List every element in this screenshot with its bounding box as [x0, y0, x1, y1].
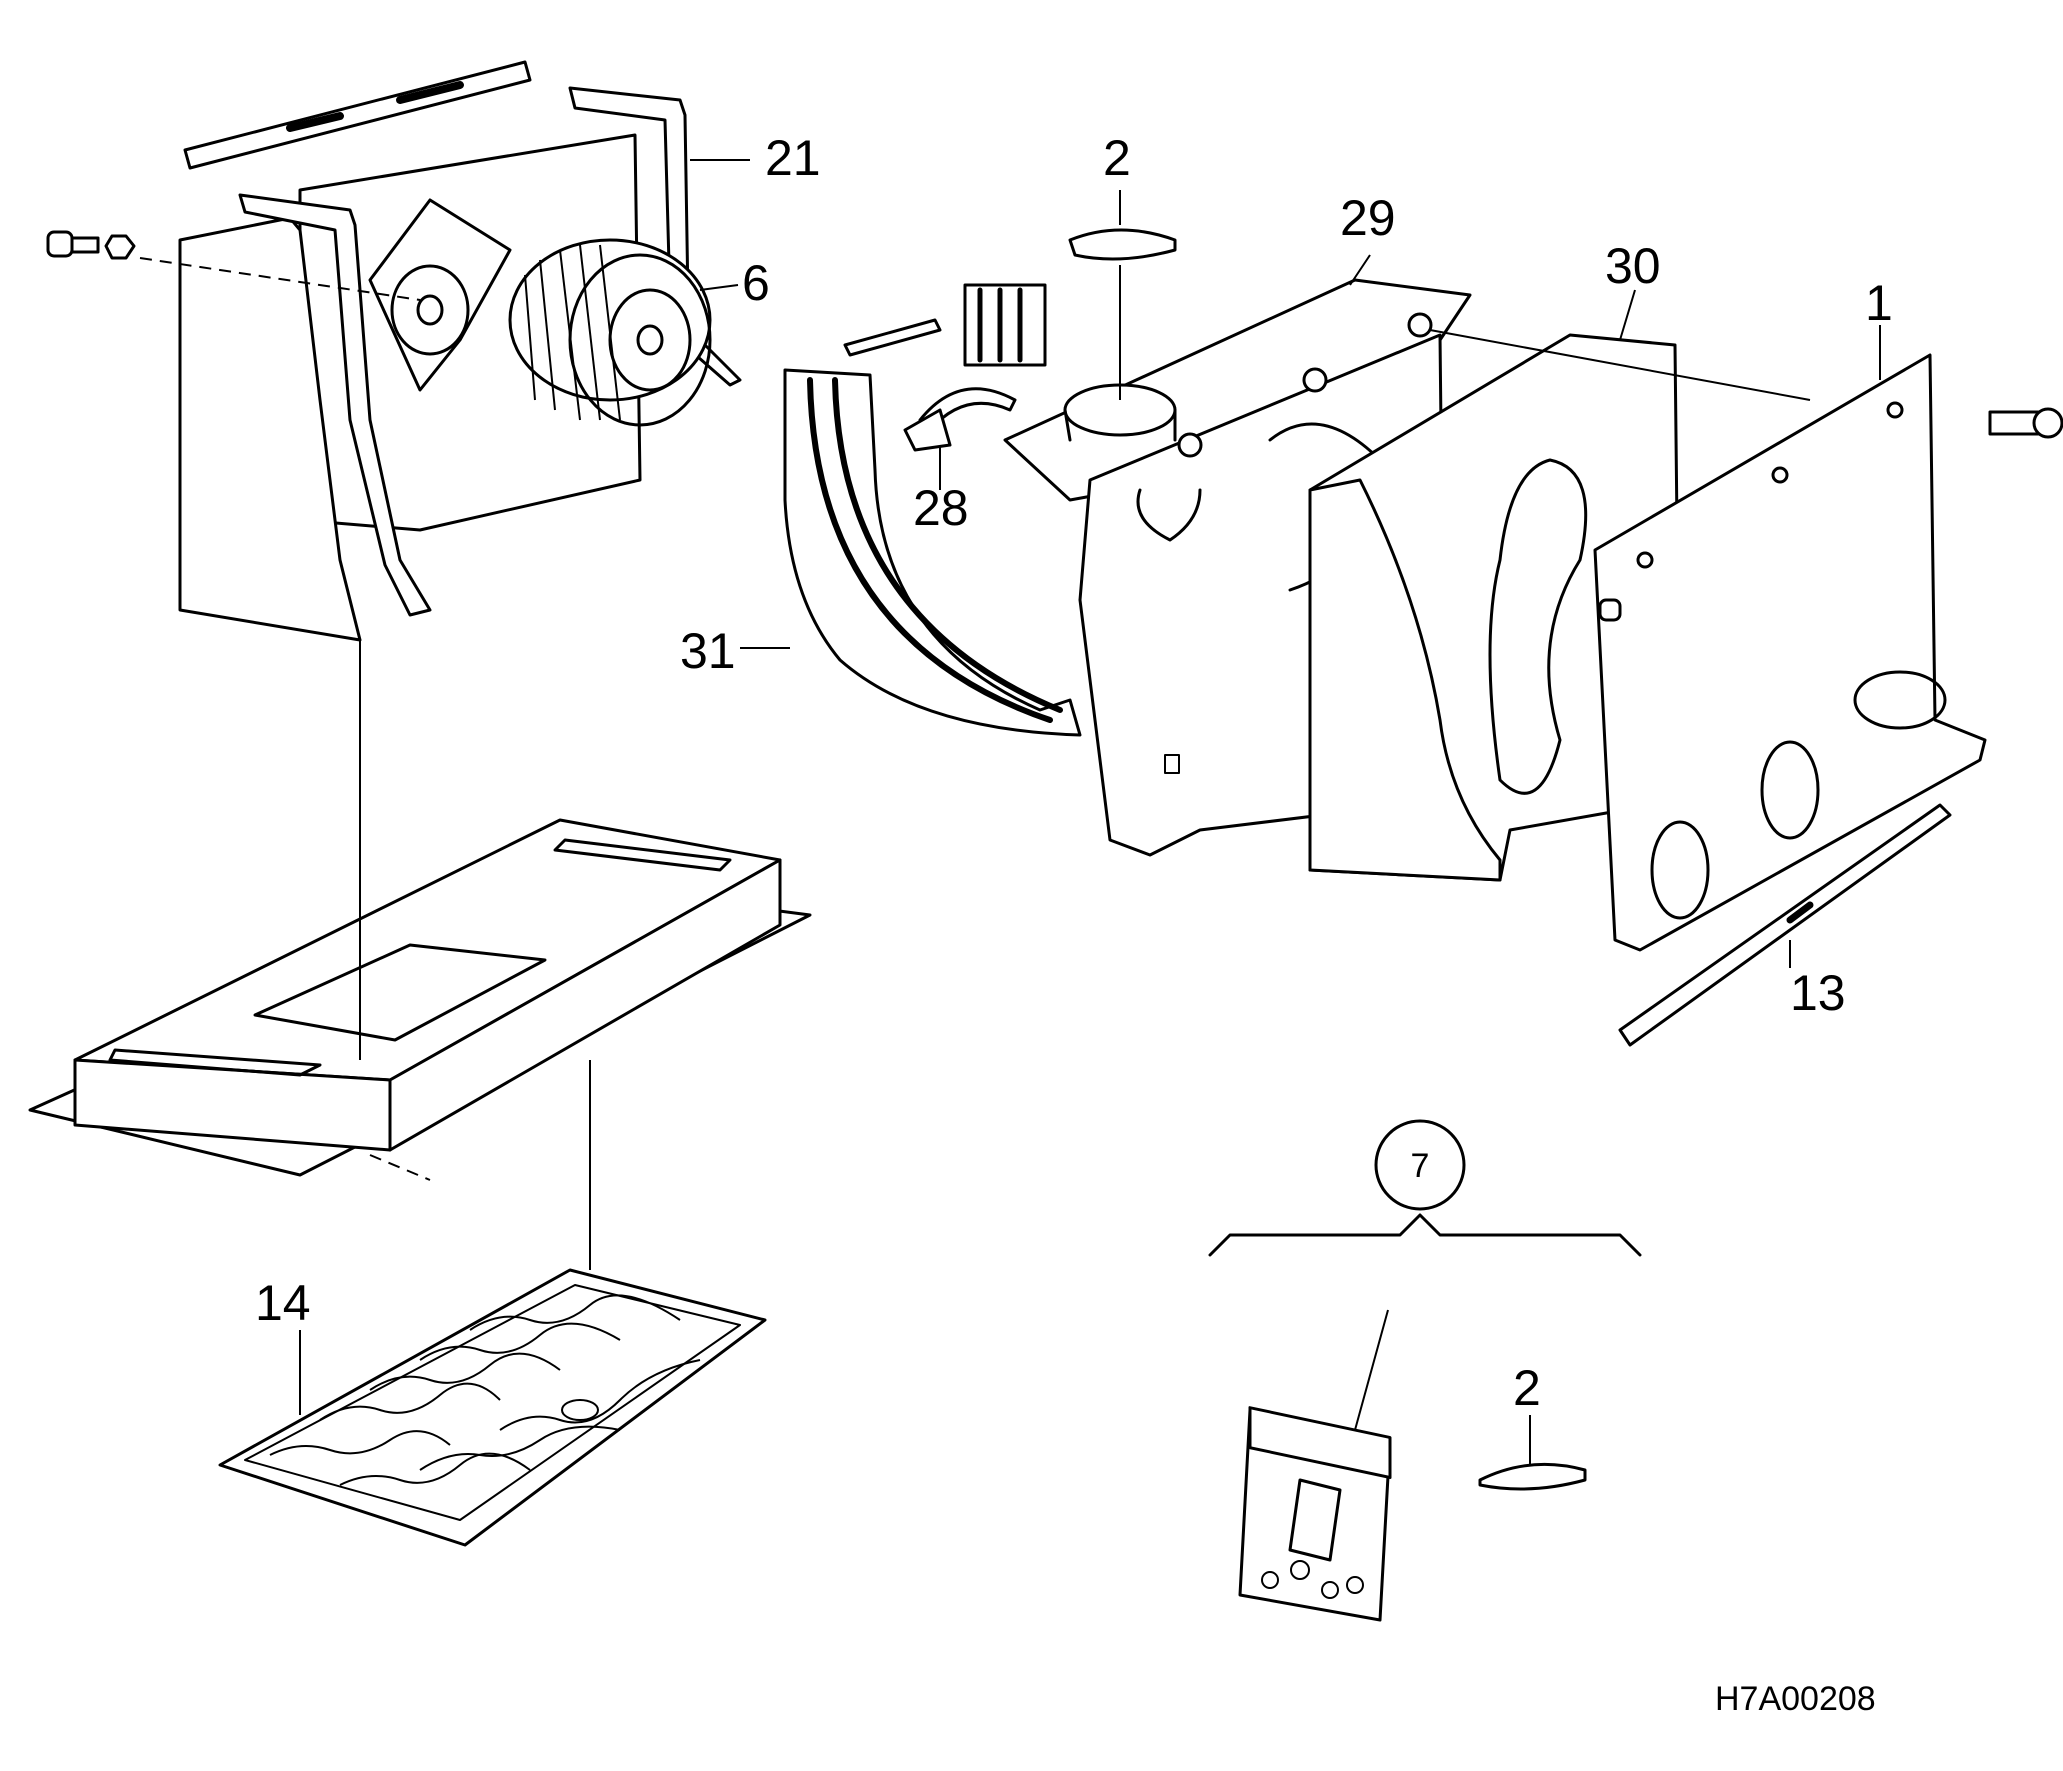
- clip-28-base: [903, 408, 952, 452]
- shroud-front: [1308, 478, 1502, 882]
- leader-duct-cover: [1429, 329, 1811, 401]
- cover-hole-2: [1760, 740, 1820, 840]
- accessory-kit-7: [1208, 1119, 1642, 1622]
- base-center-opening: [253, 943, 547, 1042]
- screw-and-nut-left: [46, 230, 136, 260]
- housing-flange: [238, 193, 432, 617]
- seal-2-kit: [1478, 1462, 1587, 1491]
- bottom-strip-13: [1618, 803, 1952, 1047]
- callout-6: 6: [742, 255, 770, 311]
- kit-callout-circle: [1374, 1119, 1466, 1211]
- leader-29: [1349, 254, 1371, 286]
- cover-hole-3: [1853, 670, 1947, 730]
- filter-mesh: [269, 1294, 701, 1486]
- leader-6: [699, 284, 739, 291]
- axis-dash-line: [139, 257, 421, 301]
- clip-28: [918, 387, 1017, 432]
- grease-filter-14: [218, 1268, 767, 1547]
- cover-hole-1: [1650, 820, 1710, 920]
- cover-panel: [1593, 353, 1987, 952]
- callout-28: 28: [913, 480, 969, 536]
- fan-housing-assembly: [46, 60, 742, 642]
- base-frame-assembly: [28, 818, 812, 1181]
- callout-30: 30: [1605, 238, 1661, 294]
- base-right-opening: [553, 838, 732, 872]
- small-bar: [843, 318, 942, 357]
- base-side-face: [388, 858, 782, 1152]
- leader-30: [1619, 289, 1636, 341]
- screw-right: [1988, 407, 2063, 439]
- motor-mount-plate: [368, 198, 512, 392]
- seal-2-top: [1068, 228, 1177, 261]
- callout-13: 13: [1790, 965, 1846, 1021]
- front-cover-1: [1593, 353, 2063, 952]
- filter-frame: [218, 1268, 767, 1547]
- callout-29: 29: [1340, 190, 1396, 246]
- callout-2-kit: 2: [1513, 1360, 1541, 1416]
- shroud-30: [1308, 333, 1682, 882]
- top-strip: [183, 60, 532, 170]
- cable-channel-31: [783, 368, 1082, 737]
- callout-14: 14: [255, 1275, 311, 1331]
- callout-7: 7: [1411, 1147, 1430, 1185]
- gasket-21: [568, 86, 742, 387]
- base-left-opening: [108, 1048, 322, 1077]
- hardware-bag-top: [1248, 1406, 1392, 1479]
- kit-brace: [1208, 1213, 1642, 1257]
- connector-block: [963, 283, 1047, 367]
- callout-1: 1: [1865, 275, 1893, 331]
- drawing-code: H7A00208: [1715, 1680, 1876, 1718]
- shroud-cutout: [1488, 458, 1588, 795]
- callout-31: 31: [680, 623, 736, 679]
- callout-2-top: 2: [1103, 130, 1131, 186]
- callout-21: 21: [765, 130, 821, 186]
- blower-wheel-6: [508, 238, 712, 427]
